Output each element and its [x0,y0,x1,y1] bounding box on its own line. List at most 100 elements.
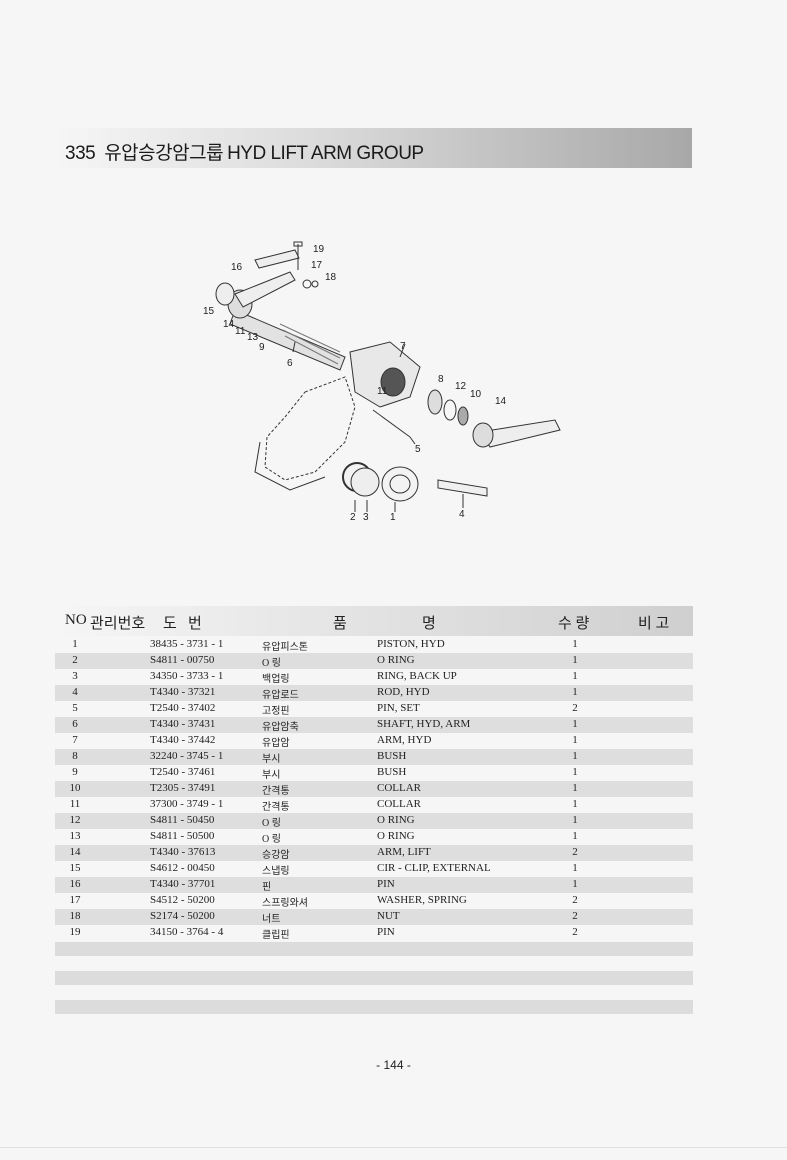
row-name-en: ARM, HYD [377,734,432,746]
row-part-no: T2540 - 37461 [150,766,216,778]
row-name-kr: 부시 [262,754,281,765]
row-no: 4 [72,686,78,698]
row-part-no: 38435 - 3731 - 1 [150,638,224,650]
table-row: 8 32240 - 3745 - 1 부시 BUSH 1 [55,749,693,765]
row-no: 8 [72,750,78,762]
row-no: 19 [69,926,81,938]
callout-11-center: 11 [377,386,388,397]
row-part-no: S4811 - 50500 [150,830,215,842]
row-part-no: 34150 - 3764 - 4 [150,926,224,938]
row-name-kr: 고정핀 [262,706,290,717]
row-no: 12 [69,814,81,826]
header-drawing-no: 도 번 [163,616,202,632]
row-name-en: PISTON, HYD [377,638,445,650]
header-name-2: 명 [422,616,436,632]
row-name-en: ARM, LIFT [377,846,431,858]
row-qty: 1 [572,798,578,810]
row-no: 17 [69,894,81,906]
row-name-kr: 유압암축 [262,722,299,733]
section-number: 335 [65,143,96,164]
row-name-en: WASHER, SPRING [377,894,467,906]
row-qty: 2 [572,702,578,714]
row-name-en: O RING [377,654,415,666]
callout-3: 3 [363,512,369,523]
row-part-no: S4811 - 50450 [150,814,215,826]
row-name-en: O RING [377,814,415,826]
section-title-kr: 유압승강암그룹 [104,143,224,164]
row-part-no: 34350 - 3733 - 1 [150,670,224,682]
row-name-en: BUSH [377,766,407,778]
header-remark: 비 고 [638,616,670,632]
callout-13: 13 [247,332,259,343]
callout-2: 2 [350,512,356,523]
row-name-en: NUT [377,910,400,922]
row-no: 1 [72,638,78,650]
row-qty: 1 [572,782,578,794]
row-name-kr: 간격통 [262,802,290,813]
row-name-en: RING, BACK UP [377,670,457,682]
row-name-en: COLLAR [377,798,421,810]
row-part-no: 32240 - 3745 - 1 [150,750,224,762]
callout-5: 5 [415,444,421,455]
row-part-no: S4612 - 00450 [150,862,215,874]
callout-17: 17 [311,260,323,271]
row-qty: 1 [572,654,578,666]
row-name-en: PIN [377,878,395,890]
row-name-kr: 유압로드 [262,690,299,701]
row-qty: 1 [572,734,578,746]
row-qty: 2 [572,894,578,906]
exploded-parts-diagram: 2 3 1 4 5 6 7 8 9 10 11 12 13 14 14 15 1… [203,241,561,523]
row-name-en: PIN [377,926,395,938]
row-part-no: T4340 - 37613 [150,846,216,858]
row-qty: 1 [572,814,578,826]
row-qty: 1 [572,670,578,682]
row-no: 11 [69,798,81,810]
row-name-en: O RING [377,830,415,842]
table-row: 11 37300 - 3749 - 1 간격통 COLLAR 1 [55,797,693,813]
row-name-en: BUSH [377,750,407,762]
row-qty: 1 [572,750,578,762]
row-part-no: T4340 - 37321 [150,686,216,698]
row-qty: 2 [572,926,578,938]
row-no: 16 [69,878,81,890]
row-qty: 1 [572,686,578,698]
row-name-en: PIN, SET [377,702,420,714]
row-no: 2 [72,654,78,666]
row-name-en: ROD, HYD [377,686,430,698]
callout-10: 10 [470,389,482,400]
row-part-no: S4811 - 00750 [150,654,215,666]
row-no: 18 [69,910,81,922]
row-name-en: COLLAR [377,782,421,794]
row-name-kr: 핀 [262,882,272,893]
row-qty: 1 [572,766,578,778]
row-name-kr: O 링 [262,818,281,829]
row-part-no: 37300 - 3749 - 1 [150,798,224,810]
page-edge-line [0,1147,787,1148]
empty-row-band [55,942,693,956]
callout-16: 16 [231,262,243,273]
empty-row-band [55,971,693,985]
row-name-kr: 너트 [262,914,281,925]
callout-6: 6 [287,358,293,369]
row-part-no: T4340 - 37701 [150,878,216,890]
row-part-no: T4340 - 37431 [150,718,216,730]
row-part-no: S2174 - 50200 [150,910,215,922]
section-title-en: HYD LIFT ARM GROUP [227,143,424,164]
row-no: 10 [69,782,81,794]
row-name-kr: 간격통 [262,786,290,797]
row-part-no: T2540 - 37402 [150,702,216,714]
row-qty: 1 [572,638,578,650]
